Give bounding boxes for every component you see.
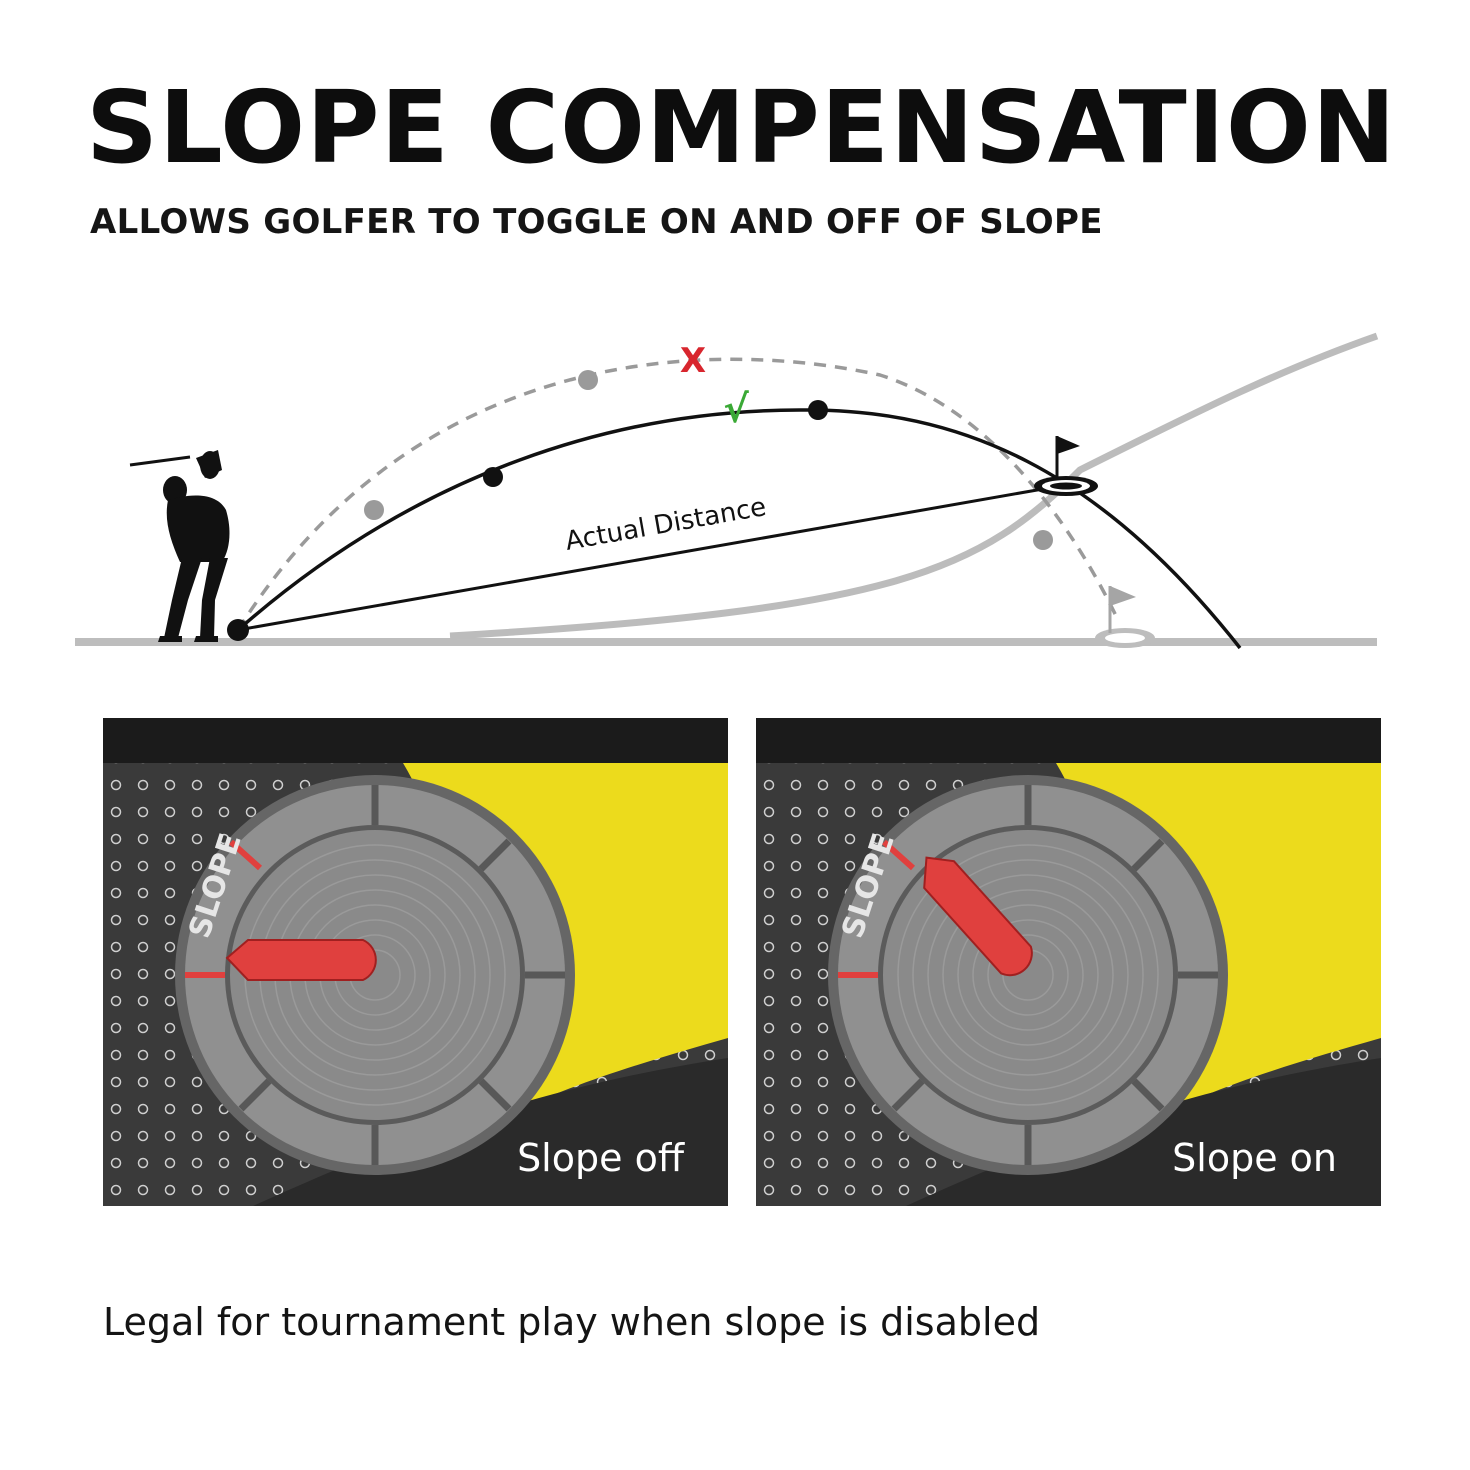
actual-distance-label: Actual Distance xyxy=(563,492,769,557)
dial-pointer xyxy=(923,856,1033,977)
device-top-strip xyxy=(103,718,728,763)
page-title: SLOPE COMPENSATION xyxy=(86,69,1397,186)
start-ball xyxy=(227,619,249,641)
page-subtitle: ALLOWS GOLFER TO TOGGLE ON AND OFF OF SL… xyxy=(90,202,1103,242)
dashed-point xyxy=(364,500,384,520)
trajectory-diagram: X √ Actual Distance xyxy=(75,332,1379,650)
dial-pointer xyxy=(225,939,377,981)
slope-on-label: Slope on xyxy=(1172,1136,1337,1180)
slope-on-panel: SLOPE Slope on xyxy=(756,718,1381,1206)
right-mark: √ xyxy=(723,387,749,431)
tournament-note: Legal for tournament play when slope is … xyxy=(103,1300,1041,1344)
ground-line xyxy=(75,638,1377,646)
dial-face xyxy=(230,830,520,1120)
solid-trajectory xyxy=(236,408,1242,650)
flag-hole-icon xyxy=(1034,436,1098,496)
slope-off-panel: SLOPE Slope off xyxy=(103,718,728,1206)
dashed-point xyxy=(1033,530,1053,550)
solid-point xyxy=(483,467,503,487)
device-top-strip xyxy=(756,718,1381,763)
golfer-silhouette-icon xyxy=(129,450,230,642)
wrong-mark: X xyxy=(680,341,706,381)
actual-distance-line xyxy=(237,484,1061,632)
dashed-point xyxy=(578,370,598,390)
solid-point xyxy=(808,400,828,420)
dashed-trajectory xyxy=(236,357,1120,631)
slope-off-label: Slope off xyxy=(517,1136,684,1180)
flat-hole-icon xyxy=(1095,586,1155,648)
